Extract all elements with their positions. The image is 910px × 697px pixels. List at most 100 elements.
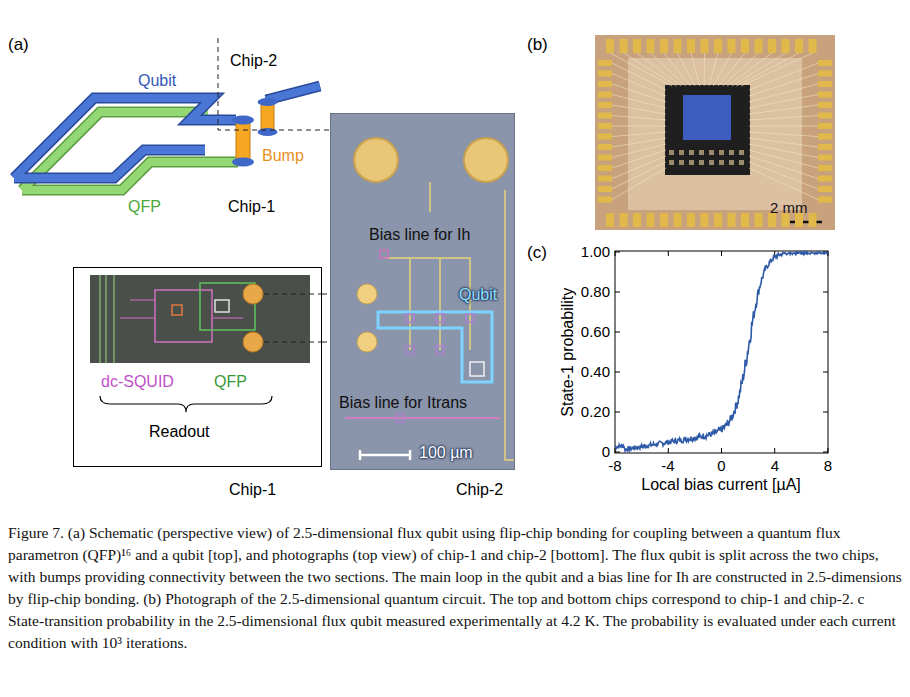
- qubit-loop: [266, 86, 320, 100]
- bond-wire: [749, 168, 818, 200]
- bond-pad: [818, 81, 832, 87]
- bond-wire: [691, 53, 700, 86]
- tick-mark: [668, 448, 669, 453]
- bond-wire: [610, 53, 672, 86]
- bond-pad: [660, 213, 668, 227]
- chip-pad: [669, 150, 674, 155]
- bond-pad: [660, 39, 668, 53]
- bond-wire: [612, 156, 666, 179]
- tick-label: 0.20: [581, 403, 610, 420]
- tick-label: 1.00: [581, 243, 610, 260]
- bond-pad: [606, 213, 614, 227]
- tick-mark: [823, 412, 828, 413]
- chip-pad: [679, 160, 684, 165]
- part-label: Qubit: [459, 286, 497, 304]
- bond-pad: [741, 39, 749, 53]
- bond-pad: [598, 186, 612, 192]
- chip-pad: [709, 160, 714, 165]
- bond-pad: [598, 81, 612, 87]
- tick-mark: [721, 251, 722, 256]
- chip2-photo: [396, 414, 404, 422]
- bond-pad: [598, 165, 612, 171]
- bond-wire: [624, 53, 677, 86]
- bond-wire: [612, 63, 666, 90]
- bond-wire: [749, 138, 818, 147]
- bond-wire: [612, 132, 666, 137]
- chip1-photo: [100, 275, 114, 363]
- chip2-photo: [384, 258, 470, 350]
- package-photo: [595, 35, 835, 230]
- bond-pad: [818, 92, 832, 98]
- chip1-photo: [155, 290, 212, 342]
- bond-pad: [818, 71, 832, 77]
- chip2-photo: [505, 190, 515, 460]
- qubit-loop: [14, 98, 236, 178]
- bond-pad: [714, 213, 722, 227]
- bond-wire: [612, 126, 666, 127]
- bond-pad: [818, 144, 832, 150]
- chip2-photo: [406, 314, 414, 322]
- bond-wire: [749, 105, 818, 114]
- bond-pad: [728, 39, 736, 53]
- chip-pad: [699, 160, 704, 165]
- bond-pad: [755, 39, 763, 53]
- tick-mark: [823, 292, 828, 293]
- chip2-photo: [378, 312, 492, 382]
- bump: [261, 102, 274, 132]
- bond-pad: [620, 213, 628, 227]
- bond-pad: [598, 144, 612, 150]
- bond-pad: [598, 134, 612, 140]
- tick-label: 0.80: [581, 283, 610, 300]
- bump: [236, 120, 250, 162]
- chip2-photo: [436, 314, 444, 322]
- bond-pad: [674, 39, 682, 53]
- chip1-photo: [243, 332, 263, 352]
- tick-mark: [615, 448, 616, 453]
- tick-mark: [823, 372, 828, 373]
- bond-pad: [598, 113, 612, 119]
- bond-wire: [749, 84, 818, 102]
- bond-wire: [749, 132, 818, 137]
- bond-wire: [749, 126, 818, 127]
- chip2-photo: [330, 113, 515, 470]
- tick-label: -4: [661, 457, 674, 474]
- bond-pad: [633, 213, 641, 227]
- bond-wire: [713, 53, 731, 86]
- chip1-photo: [120, 300, 243, 318]
- bond-pad: [818, 155, 832, 161]
- chip1-photo: [172, 305, 182, 315]
- chip2-photo: [357, 284, 377, 304]
- scale-label: 100 µm: [419, 444, 473, 462]
- bond-pad: [818, 123, 832, 129]
- bond-pad: [598, 60, 612, 66]
- bond-wire: [612, 95, 666, 109]
- chip2-photo: [360, 450, 410, 460]
- chip2-photo: [429, 182, 431, 212]
- bond-pad: [818, 176, 832, 182]
- tick-label: 0: [717, 457, 725, 474]
- qubit-loop: [14, 86, 320, 178]
- bond-pad: [768, 39, 776, 53]
- chip2-photo: [345, 417, 500, 419]
- bond-wire: [612, 74, 666, 97]
- chip-pad: [689, 160, 694, 165]
- bump: [232, 158, 254, 167]
- bond-pad: [809, 39, 817, 53]
- bond-wire: [727, 53, 772, 86]
- bump: [232, 116, 254, 125]
- chip-pad: [739, 160, 744, 165]
- bond-wire: [723, 53, 759, 86]
- bond-wire: [736, 53, 799, 86]
- bond-wire: [612, 162, 666, 189]
- bond-pad: [741, 213, 749, 227]
- dashed-connector: [322, 342, 330, 343]
- chip2-photo: [330, 113, 515, 470]
- chip-pad: [679, 150, 684, 155]
- dashed-connector: [322, 294, 330, 295]
- bond-pad: [687, 213, 695, 227]
- signal-label: Bias line for Itrans: [339, 394, 467, 412]
- signal-label: Bias line for Ih: [369, 226, 470, 244]
- bond-wire: [704, 53, 705, 86]
- bond-pad: [818, 102, 832, 108]
- bond-wire: [612, 144, 666, 158]
